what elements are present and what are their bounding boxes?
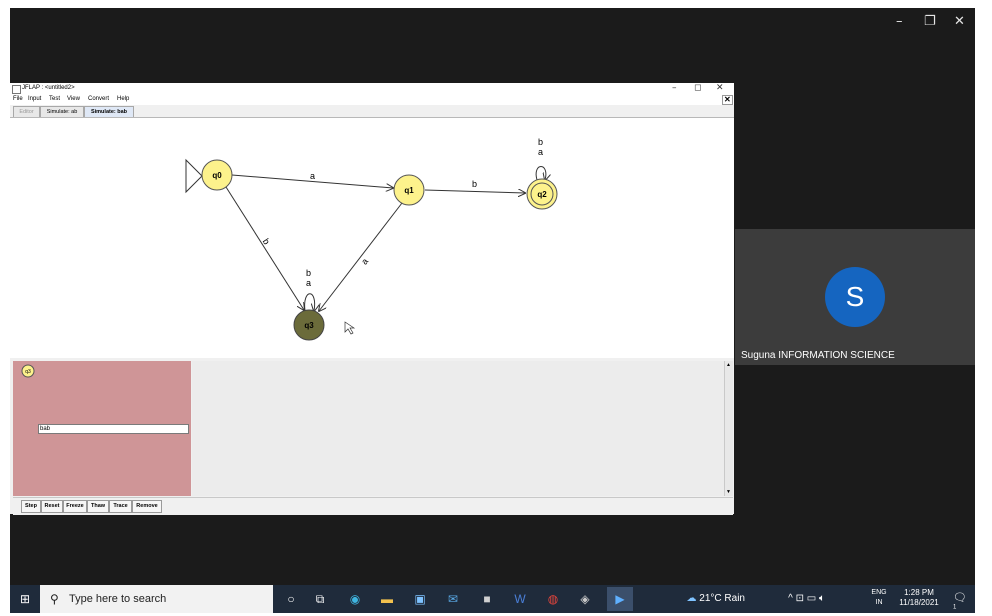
chrome-icon[interactable]: ◍ (547, 592, 559, 606)
notification-count: 1 (953, 604, 957, 611)
notification-icon[interactable]: 🗨︎1 (953, 592, 967, 611)
label-q1-q2: b (472, 179, 477, 189)
task-view-icon[interactable]: ⧉ (315, 592, 325, 606)
cortana-icon[interactable]: ○ (287, 592, 295, 606)
loop-q2-label-2: a (538, 147, 543, 157)
close-button[interactable]: ✕ (954, 14, 965, 29)
state-q1-label: q1 (404, 186, 414, 195)
java-app-icon[interactable]: ▶ (607, 587, 633, 611)
menu-test[interactable]: Test (49, 96, 61, 102)
mail-icon[interactable]: ✉ (447, 592, 459, 606)
state-q0-label: q0 (212, 171, 222, 180)
taskbar-search-box[interactable]: ⚲ Type here to search (40, 585, 273, 613)
jflap-window: JFLAP : <untitled2> – ◻ ✕ File Input Tes… (10, 83, 734, 515)
jflap-maximize-button[interactable]: ◻ (694, 83, 702, 93)
jflap-title-bar: JFLAP : <untitled2> – ◻ ✕ (10, 83, 734, 95)
jflap-tabs: Editor Simulate: ab Simulate: bab (10, 105, 734, 118)
search-placeholder: Type here to search (69, 593, 167, 605)
step-button[interactable]: Step (21, 500, 41, 513)
configuration-area (192, 361, 724, 496)
scroll-up-icon[interactable]: ▲ (726, 362, 731, 368)
clock[interactable]: 1:28 PM 11/18/2021 (895, 588, 943, 608)
inner-close-button[interactable]: ✕ (722, 95, 733, 105)
tab-simulate-bab[interactable]: Simulate: bab (84, 106, 134, 117)
state-q3[interactable]: q3 (293, 309, 325, 341)
language-indicator[interactable]: ENG IN (871, 588, 887, 608)
simulation-button-bar: Step Reset Freeze Thaw Trace Remove (13, 497, 733, 515)
tray-icons[interactable]: ^ ⊡ ▭ 🔈︎ (788, 585, 825, 613)
state-q2-label: q2 (537, 190, 547, 199)
participant-avatar: S (825, 267, 885, 327)
initial-state-marker (185, 158, 203, 194)
freeze-button[interactable]: Freeze (63, 500, 87, 513)
transition-q0-q3 (225, 186, 304, 310)
battery-icon[interactable]: ▭ (806, 593, 817, 604)
minimize-button[interactable]: – (896, 14, 903, 29)
thaw-button[interactable]: Thaw (87, 500, 109, 513)
transition-q1-q2 (424, 190, 525, 193)
lang-code: ENG (871, 589, 887, 596)
jflap-menu-bar: File Input Test View Convert Help ✕ (10, 95, 734, 105)
region-code: IN (875, 599, 883, 606)
volume-icon[interactable]: 🔈︎ (819, 593, 825, 604)
loop-q2-label-1: b (538, 137, 543, 147)
state-q1[interactable]: q1 (393, 174, 425, 206)
transition-q0-q1 (231, 174, 393, 188)
cloud-rain-icon: ☁ (686, 593, 697, 604)
state-q0[interactable]: q0 (201, 159, 233, 191)
search-icon: ⚲ (50, 592, 59, 606)
config-state-label: q3 (25, 369, 31, 375)
transition-q1-q3 (319, 202, 403, 311)
jflap-minimize-button[interactable]: – (672, 83, 677, 93)
weather-widget[interactable]: ☁ 21°C Rain (687, 585, 745, 613)
windows-start-icon[interactable]: ⊞ (19, 592, 31, 606)
menu-help[interactable]: Help (117, 96, 130, 102)
edge-icon[interactable]: ◉ (349, 592, 361, 606)
menu-view[interactable]: View (67, 96, 80, 102)
menu-convert[interactable]: Convert (88, 96, 110, 102)
weather-text: 21°C Rain (699, 593, 745, 604)
taskbar: ⊞ ⚲ Type here to search ○ ⧉ ◉ ▬ ▣ ✉ ■ W … (10, 585, 975, 613)
state-q3-label: q3 (304, 321, 314, 330)
loop-q2 (535, 166, 546, 181)
automaton-diagram: a b b a b a b a q0 q1 q2 (185, 137, 558, 341)
restore-button[interactable]: ❐ (924, 14, 936, 29)
participant-name: Suguna INFORMATION SCIENCE (741, 350, 895, 361)
vertical-scrollbar[interactable]: ▲ ▼ (724, 361, 733, 496)
app-icon-generic[interactable]: ■ (483, 592, 491, 606)
jflap-title: JFLAP : <untitled2> (22, 85, 75, 91)
loop-q3 (304, 293, 315, 311)
reset-button[interactable]: Reset (41, 500, 63, 513)
trace-button[interactable]: Trace (109, 500, 132, 513)
menu-input[interactable]: Input (28, 96, 42, 102)
loop-q3-label-2: a (306, 278, 311, 288)
remove-button[interactable]: Remove (132, 500, 162, 513)
paint-icon[interactable]: ◈ (580, 592, 590, 606)
clock-time: 1:28 PM (904, 588, 934, 597)
tab-simulate-ab[interactable]: Simulate: ab (40, 106, 84, 117)
label-q0-q1: a (310, 171, 315, 181)
network-icon[interactable]: ⊡ (795, 593, 804, 604)
state-q2[interactable]: q2 (526, 178, 558, 210)
menu-file[interactable]: File (13, 96, 23, 102)
automaton-canvas[interactable]: a b b a b a b a q0 q1 q2 (10, 118, 734, 358)
store-icon[interactable]: ▣ (414, 592, 426, 606)
config-state-icon: q3 (21, 364, 35, 378)
loop-q3-label-1: b (306, 268, 311, 278)
tab-editor[interactable]: Editor (13, 106, 40, 117)
word-icon[interactable]: W (514, 592, 526, 606)
chevron-up-icon[interactable]: ^ (788, 593, 793, 604)
scroll-down-icon[interactable]: ▼ (726, 489, 731, 495)
config-input-field[interactable]: bab (38, 424, 189, 434)
label-q0-q3: b (261, 237, 272, 247)
jflap-close-button[interactable]: ✕ (716, 83, 724, 93)
file-explorer-icon[interactable]: ▬ (381, 592, 393, 606)
clock-date: 11/18/2021 (899, 598, 939, 607)
label-q1-q3: a (359, 256, 370, 266)
app-icon (12, 85, 21, 94)
mouse-cursor-icon (344, 321, 356, 335)
